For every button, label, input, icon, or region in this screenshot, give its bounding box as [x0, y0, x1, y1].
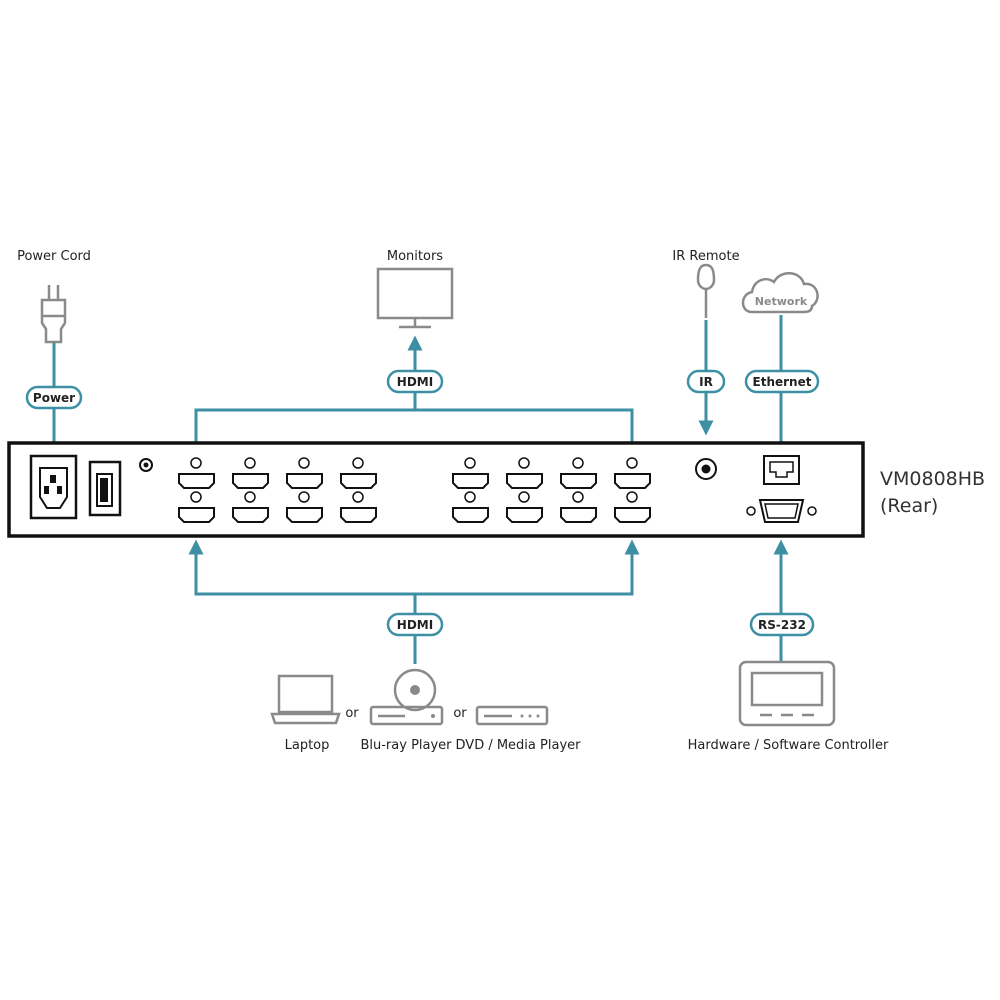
- hdmi-port-in-6: [506, 491, 543, 523]
- hdmi-input-lines: [196, 547, 634, 664]
- hdmi-port-out-4: [340, 457, 377, 489]
- power-switch: [88, 460, 122, 517]
- dvd-player-icon: [475, 705, 549, 726]
- hdmi-port-in-5: [452, 491, 489, 523]
- svg-text:Power: Power: [33, 391, 75, 405]
- device-rear-panel: [7, 441, 865, 538]
- power-inlet: [29, 454, 78, 520]
- hdmi-port-out-3: [286, 457, 323, 489]
- hdmi-port-out-2: [232, 457, 269, 489]
- hdmi-port-in-4: [340, 491, 377, 523]
- hdmi-port-in-3: [286, 491, 323, 523]
- cloud-icon: [741, 272, 819, 314]
- hdmi-port-out-5: [452, 457, 489, 489]
- rs232-port: [746, 499, 817, 523]
- laptop-icon: [270, 674, 341, 725]
- ir-jack: [695, 458, 717, 480]
- svg-text:Ethernet: Ethernet: [753, 375, 812, 389]
- power-pill: Power: [25, 385, 83, 410]
- svg-text:IR: IR: [699, 375, 713, 389]
- ir-pill: IR: [686, 369, 726, 394]
- hdmi-input-pill: HDMI: [386, 612, 444, 637]
- power-cord-label: Power Cord: [17, 249, 91, 264]
- hdmi-port-in-8: [614, 491, 651, 523]
- svg-text:HDMI: HDMI: [397, 618, 433, 632]
- controller-label: Hardware / Software Controller: [688, 738, 889, 753]
- hdmi-output-ports: [178, 457, 651, 489]
- ir-remote-label: IR Remote: [672, 249, 739, 264]
- ground-screw: [139, 458, 153, 472]
- svg-text:HDMI: HDMI: [397, 375, 433, 389]
- monitors-label: Monitors: [387, 249, 443, 264]
- laptop-label: Laptop: [285, 738, 330, 753]
- model-name: VM0808HB: [880, 468, 985, 490]
- ir-remote-icon: [696, 263, 716, 318]
- monitor-icon: [376, 267, 454, 329]
- hdmi-output-pill: HDMI: [386, 369, 444, 394]
- ethernet-port: [763, 455, 800, 485]
- ethernet-pill: Ethernet: [744, 369, 820, 394]
- hdmi-port-out-7: [560, 457, 597, 489]
- hdmi-port-in-1: [178, 491, 215, 523]
- hdmi-input-ports: [178, 491, 651, 523]
- dvd-label: DVD / Media Player: [456, 738, 582, 753]
- network-label: Network: [755, 295, 808, 308]
- hdmi-port-in-7: [560, 491, 597, 523]
- or-label-1: or: [345, 706, 359, 721]
- hdmi-port-out-6: [506, 457, 543, 489]
- or-label-2: or: [453, 706, 467, 721]
- power-plug-icon: [40, 285, 67, 344]
- bluray-label: Blu-ray Player: [360, 738, 452, 753]
- model-view: (Rear): [880, 495, 938, 517]
- hdmi-port-out-1: [178, 457, 215, 489]
- hdmi-port-out-8: [614, 457, 651, 489]
- controller-panel-icon: [738, 660, 836, 727]
- hdmi-output-lines: [194, 343, 634, 450]
- svg-text:RS-232: RS-232: [758, 618, 806, 632]
- hdmi-port-in-2: [232, 491, 269, 523]
- disc-player-icon: [369, 668, 444, 726]
- rs232-pill: RS-232: [749, 612, 815, 637]
